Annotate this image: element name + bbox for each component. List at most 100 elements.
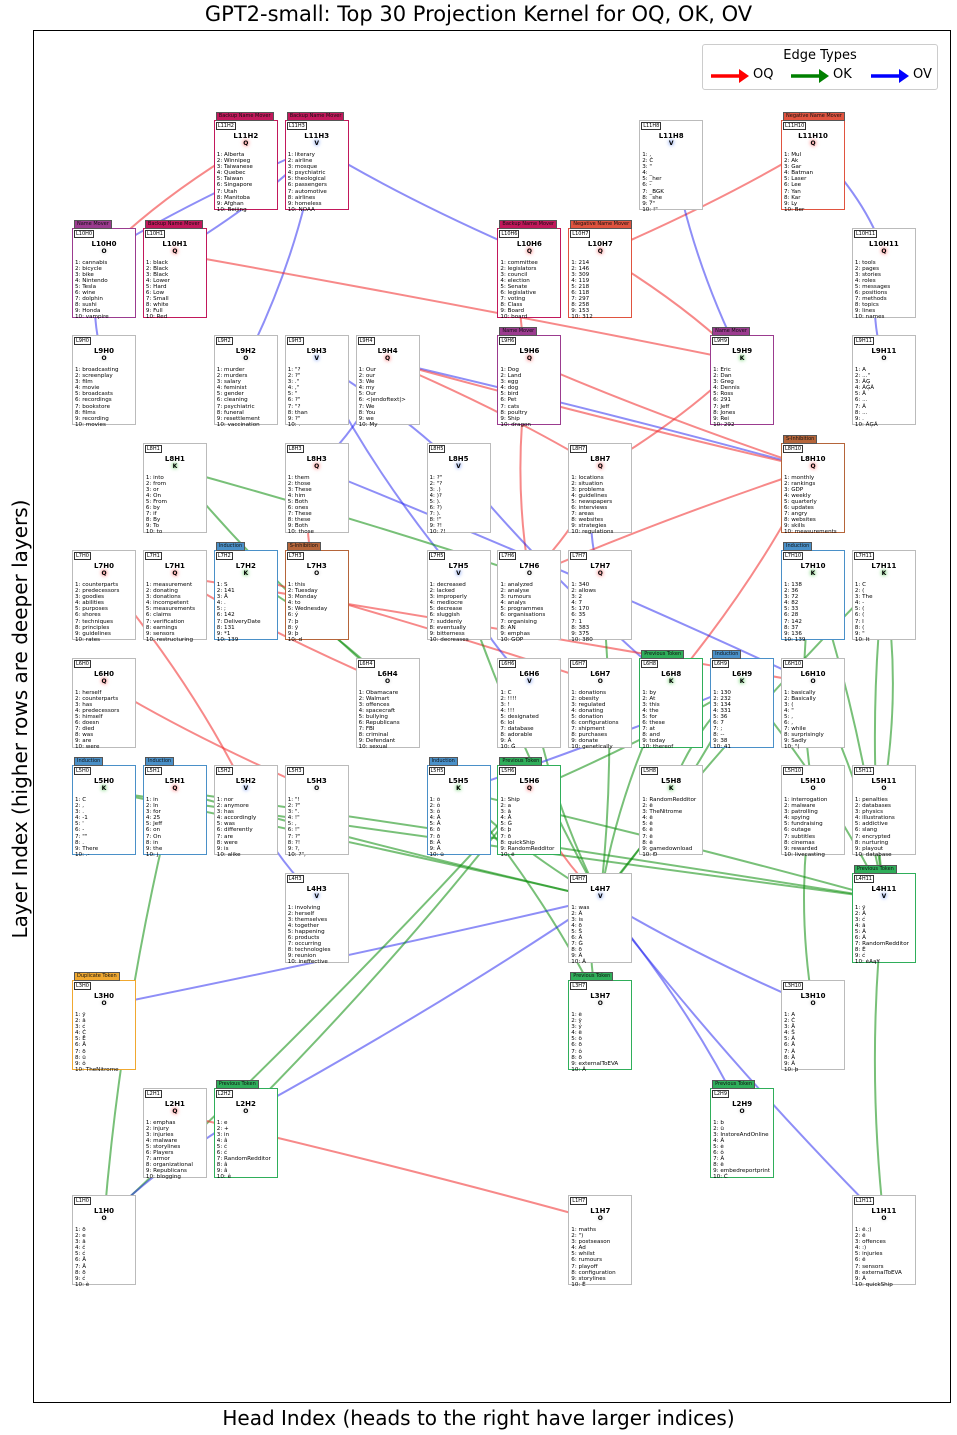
token-line: 2: anymore <box>216 803 249 810</box>
head-type-marker: O <box>881 355 887 362</box>
role-badge: Previous Token <box>570 972 614 981</box>
token-line: 2: Winnipeg <box>216 158 251 165</box>
token-line: 6: ones <box>287 504 309 511</box>
token-line: 9: Ã <box>854 1275 866 1282</box>
token-line: 2: screenplay <box>75 373 113 380</box>
token-line: 9: lines <box>854 308 876 315</box>
head-type-marker: Q <box>810 462 816 470</box>
token-line: 1: Our <box>358 367 377 373</box>
token-line: 2: counterparts <box>75 695 119 702</box>
head-id-tag: L10H11 <box>853 229 878 238</box>
token-line: 10: ineffective <box>287 959 328 966</box>
head-id-tag: L6H0 <box>74 659 91 668</box>
token-line: 9: homeless <box>287 200 322 207</box>
token-line: 9: recording <box>75 415 109 422</box>
token-line: 7: organising <box>500 618 537 625</box>
token-line: 1: analyzed <box>500 582 533 588</box>
role-badge: Backup Name Mover <box>215 112 274 121</box>
head-name: L6H6 <box>519 669 540 678</box>
token-line: 2: predecessors <box>75 588 120 595</box>
token-line: 4: mediocre <box>429 600 463 607</box>
token-line: 9: 38 <box>713 738 728 745</box>
token-line: 10: ü <box>429 851 444 858</box>
token-line: 6: þ <box>500 827 512 834</box>
legend-item-ov: OV <box>869 67 939 85</box>
token-line: 2: airline <box>287 158 313 165</box>
head-name: L6H8 <box>661 669 682 678</box>
token-line: 3: ." <box>287 379 300 386</box>
head-type-marker: Q <box>314 462 320 470</box>
token-line: 7: ð <box>75 1048 86 1055</box>
token-line: 8: !" <box>429 517 442 524</box>
head-id-tag: L10H1 <box>144 229 165 238</box>
token-line: 7: encrypted <box>854 833 891 840</box>
token-line: 10: regulations <box>571 529 614 536</box>
head-type-marker: O <box>385 677 391 685</box>
token-line: 6: cleaning <box>216 397 248 404</box>
token-line: 7: at <box>642 726 656 733</box>
token-line: 5: ( <box>854 606 865 613</box>
head-type-marker: V <box>314 355 320 362</box>
head-id-tag: L5H3 <box>286 767 304 775</box>
token-line: 4: Š <box>784 1030 795 1037</box>
token-line: 5: Š <box>571 928 583 935</box>
token-line: 2: Ã <box>571 910 583 917</box>
token-line: 3: 309 <box>571 271 590 278</box>
token-line: 9: þ <box>287 630 299 637</box>
token-line: 1: in <box>145 797 159 803</box>
head-name: L7H10 <box>800 562 826 570</box>
head-name: L6H9 <box>732 669 753 678</box>
token-line: 10: 292 <box>713 421 735 428</box>
token-line: 4: to <box>287 600 301 607</box>
head-name: L4H11 <box>871 884 897 893</box>
token-line: 10: . <box>287 421 301 428</box>
token-line: 3: offences <box>854 1239 886 1246</box>
token-line: 1: Ä <box>854 367 866 373</box>
token-line: 6: Ā <box>75 1257 87 1264</box>
token-line: 5: bird <box>500 391 519 398</box>
token-line: 1: Eric <box>713 367 731 373</box>
head-name: L8H1 <box>164 454 185 463</box>
token-line: 7: ë <box>642 833 653 840</box>
role-badge: Backup Name Mover <box>499 219 558 229</box>
head-name: L7H5 <box>448 562 469 570</box>
token-line: 7: Ã <box>854 403 866 410</box>
head-id-tag: L8H5 <box>428 444 446 453</box>
token-line: 4: dog <box>500 385 519 392</box>
head-type-marker: O <box>597 677 603 685</box>
token-line: 1: measurement <box>145 582 193 588</box>
token-line: 6: products <box>287 934 320 941</box>
token-line: 8: technologies <box>287 947 331 954</box>
token-line: 9: Rei <box>713 415 729 422</box>
token-line: 9: strategies <box>571 523 607 530</box>
token-line: 4: donating <box>571 707 604 714</box>
token-line: 3: Gar <box>784 164 802 171</box>
token-line: 4: roles <box>854 277 876 284</box>
token-line: 7: shipment <box>571 726 605 733</box>
head-id-tag: L2H1 <box>144 1089 162 1098</box>
token-line: 3: or <box>145 486 159 493</box>
token-line: 2: rankings <box>784 480 816 487</box>
head-id-tag: L5H8 <box>641 767 659 775</box>
token-line: 3: regulated <box>571 701 606 708</box>
token-line: 1: Dog <box>500 367 519 373</box>
head-id-tag: L1H7 <box>570 1197 588 1205</box>
token-line: 3: themselves <box>287 916 328 923</box>
head-type-marker: V <box>668 140 674 147</box>
head-type-marker: O <box>243 355 249 362</box>
token-line: 5: _her <box>642 176 662 183</box>
token-line: 1: murder <box>216 367 245 373</box>
token-line: 10: decreases <box>429 636 469 643</box>
